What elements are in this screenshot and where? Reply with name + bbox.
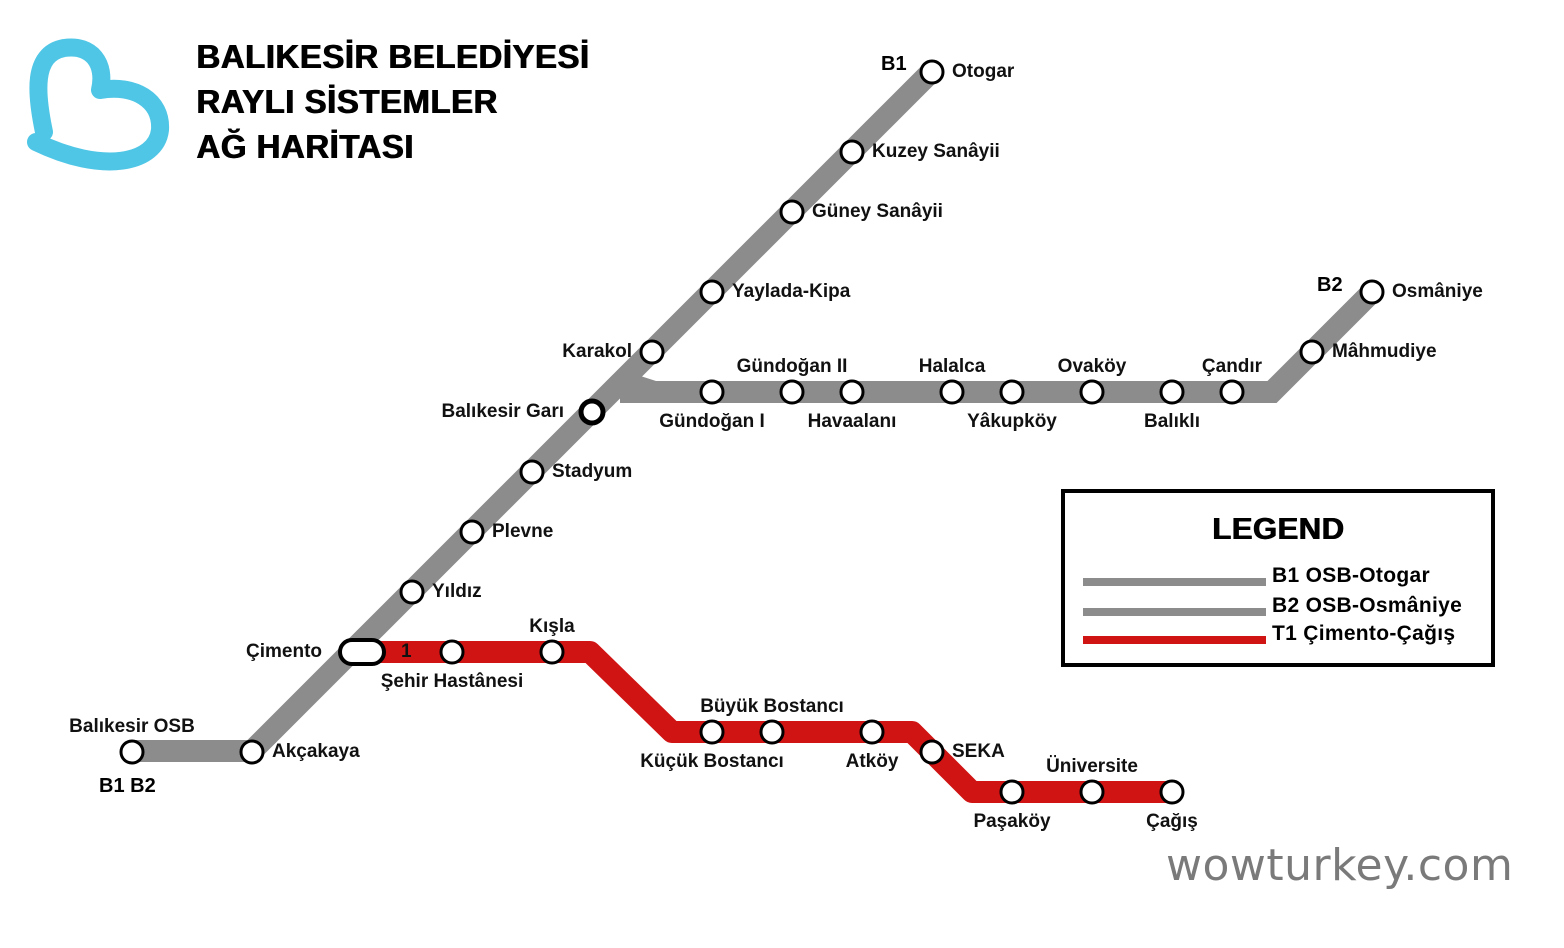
title-line-2: RAYLI SİSTEMLER	[196, 83, 498, 120]
label-atkoy: Atköy	[846, 751, 899, 772]
station-kuzey[interactable]	[839, 139, 865, 165]
station-akcakaya[interactable]	[239, 739, 265, 765]
balikesir-logo-icon	[27, 38, 170, 171]
station-balikli[interactable]	[1159, 379, 1185, 405]
label-universite: Üniversite	[1046, 756, 1138, 777]
station-cagis[interactable]	[1159, 779, 1185, 805]
label-mahmudiye: Mâhmudiye	[1332, 341, 1437, 362]
station-stadyum[interactable]	[519, 459, 545, 485]
station-kucuk-bostanci[interactable]	[699, 719, 725, 745]
station-mahmudiye[interactable]	[1299, 339, 1325, 365]
legend-box: LEGEND B1 OSB-Otogar B2 OSB-Osmâniye T1 …	[1061, 489, 1495, 667]
label-kucuk-bostanci: Küçük Bostancı	[640, 751, 784, 772]
label-yaylada: Yaylada-Kipa	[732, 281, 851, 302]
label-osb: Balıkesir OSB	[69, 716, 195, 737]
station-candir[interactable]	[1219, 379, 1245, 405]
station-universite[interactable]	[1079, 779, 1105, 805]
legend-item-t1: T1 Çimento-Çağış	[1083, 621, 1455, 647]
station-kisla[interactable]	[539, 639, 565, 665]
legend-swatch-t1	[1083, 636, 1266, 644]
station-ovakoy[interactable]	[1079, 379, 1105, 405]
station-halalca[interactable]	[939, 379, 965, 405]
station-gundogan1[interactable]	[699, 379, 725, 405]
label-gundogan1: Gündoğan I	[659, 411, 765, 432]
watermark: wowturkey.com	[1166, 840, 1514, 891]
stations	[119, 59, 1385, 805]
label-otogar: Otogar	[952, 61, 1015, 82]
label-havaalani: Havaalanı	[808, 411, 897, 432]
station-labels: Balıkesir OSB Akçakaya Çimento Yıldız Pl…	[69, 61, 1483, 832]
station-havaalani[interactable]	[839, 379, 865, 405]
label-karakol: Karakol	[562, 341, 632, 362]
legend-label-b1: B1 OSB-Otogar	[1272, 564, 1430, 587]
label-kuzey: Kuzey Sanâyii	[872, 141, 1000, 162]
b1-terminus-tag: B1	[881, 53, 907, 75]
b2-fork-wedge	[620, 372, 656, 392]
station-atkoy[interactable]	[859, 719, 885, 745]
b2-branch-line	[620, 284, 1380, 403]
station-osmaniye[interactable]	[1359, 279, 1385, 305]
label-gari: Balıkesir Garı	[441, 401, 564, 422]
station-gari-interchange[interactable]	[578, 398, 606, 426]
b2-terminus-tag: B2	[1317, 274, 1343, 296]
station-yildiz[interactable]	[399, 579, 425, 605]
label-halalca: Halalca	[919, 356, 986, 377]
label-sehir-hastanesi: Şehir Hastânesi	[381, 671, 524, 692]
legend-swatch-b1	[1083, 578, 1266, 586]
station-guney[interactable]	[779, 199, 805, 225]
station-karakol[interactable]	[639, 339, 665, 365]
station-buyuk-bostanci[interactable]	[759, 719, 785, 745]
station-otogar[interactable]	[919, 59, 945, 85]
label-balikli: Balıklı	[1144, 411, 1200, 432]
legend-swatch-b2	[1083, 608, 1266, 616]
label-kisla: Kışla	[529, 616, 575, 637]
label-akcakaya: Akçakaya	[272, 741, 360, 762]
label-osmaniye: Osmâniye	[1392, 281, 1483, 302]
station-plevne[interactable]	[459, 519, 485, 545]
label-yakupkoy: Yâkupköy	[967, 411, 1057, 432]
station-yakupkoy[interactable]	[999, 379, 1025, 405]
label-pasakoy: Paşaköy	[973, 811, 1051, 832]
legend-item-b1: B1 OSB-Otogar	[1083, 563, 1430, 589]
legend-label-t1: T1 Çimento-Çağış	[1272, 622, 1456, 645]
station-sehir-hastanesi[interactable]	[439, 639, 465, 665]
station-gundogan2[interactable]	[779, 379, 805, 405]
label-gundogan2: Gündoğan II	[737, 356, 848, 377]
title-line-3: AĞ HARİTASI	[196, 128, 414, 165]
legend-title: LEGEND	[1211, 511, 1345, 546]
label-yildiz: Yıldız	[432, 581, 482, 602]
station-yaylada[interactable]	[699, 279, 725, 305]
label-buyuk-bostanci: Büyük Bostancı	[700, 696, 844, 717]
label-guney: Güney Sanâyii	[812, 201, 943, 222]
label-stadyum: Stadyum	[552, 461, 632, 482]
label-plevne: Plevne	[492, 521, 553, 542]
map-title: BALIKESİR BELEDİYESİ RAYLI SİSTEMLER AĞ …	[196, 34, 589, 169]
t1-number-tag: 1	[401, 641, 412, 662]
legend-item-b2: B2 OSB-Osmâniye	[1083, 593, 1462, 619]
station-cimento-interchange[interactable]	[338, 638, 386, 666]
label-ovakoy: Ovaköy	[1058, 356, 1127, 377]
station-seka[interactable]	[919, 739, 945, 765]
label-cagis: Çağış	[1146, 811, 1198, 832]
label-seka: SEKA	[952, 741, 1005, 762]
station-osb[interactable]	[119, 739, 145, 765]
label-candir: Çandır	[1202, 356, 1263, 377]
legend-label-b2: B2 OSB-Osmâniye	[1272, 594, 1463, 617]
label-cimento: Çimento	[246, 641, 322, 662]
osb-lines-tag: B1 B2	[99, 775, 156, 797]
title-line-1: BALIKESİR BELEDİYESİ	[196, 38, 590, 75]
station-pasakoy[interactable]	[999, 779, 1025, 805]
